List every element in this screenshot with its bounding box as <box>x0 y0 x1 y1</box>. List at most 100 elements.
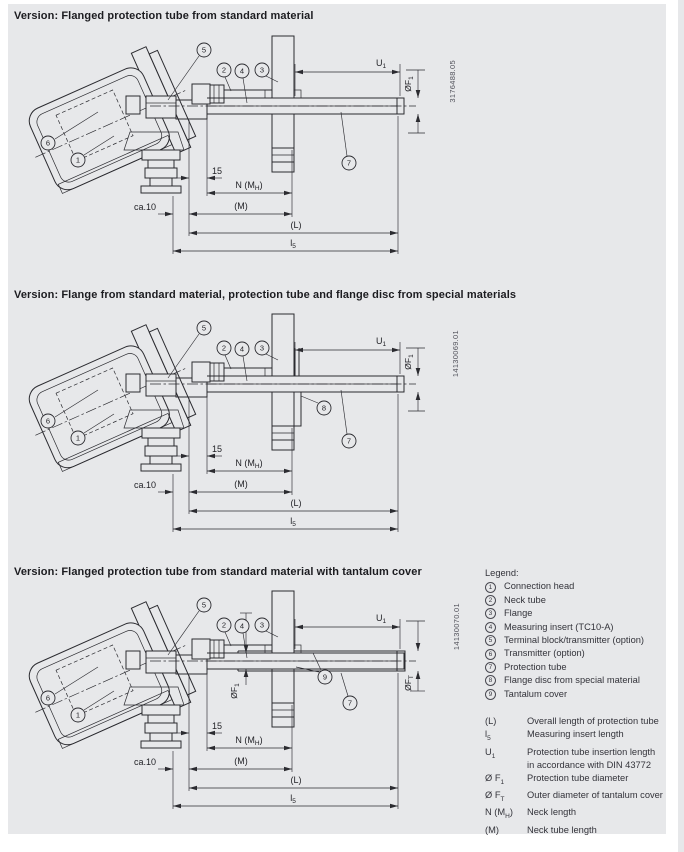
legend-item-label: Measuring insert (TC10-A) <box>504 621 614 632</box>
svg-text:2: 2 <box>222 66 226 75</box>
callout-number-badge: 9 <box>485 688 496 700</box>
dim-label-ca10: ca.10 <box>134 202 156 212</box>
svg-text:2: 2 <box>222 621 226 630</box>
dim-label-l5: l5 <box>290 516 296 528</box>
callout-markers: 5 2 4 3 6 1 9 7 <box>40 597 358 723</box>
callout-markers: 5 2 4 3 6 1 7 <box>40 42 357 171</box>
dim-label-u1: U1 <box>376 58 387 70</box>
callout-number-badge: 1 <box>485 581 496 593</box>
svg-text:7: 7 <box>347 437 351 446</box>
dim-label-15: 15 <box>212 444 222 454</box>
legend-item-label: Flange disc from special material <box>504 675 640 686</box>
dim-label-u1: U1 <box>376 613 387 625</box>
drawing-version-2: U1 ØF1 15 N (MH) ca.10 (M) <box>28 313 425 532</box>
connection-head <box>28 601 197 749</box>
callout-markers: 5 2 4 3 6 1 8 7 <box>40 320 357 449</box>
dimension-description: Protection tube insertion length in acco… <box>527 746 656 770</box>
callout-number-badge: 8 <box>485 675 496 687</box>
callout-number-badge: 3 <box>485 608 496 620</box>
dimension-row: (M) Neck tube length <box>485 824 671 837</box>
dimension-description: Overall length of protection tube <box>527 716 659 727</box>
svg-text:3: 3 <box>260 344 264 353</box>
svg-text:1: 1 <box>76 711 80 720</box>
flange <box>264 313 302 451</box>
dimension-key: l5 <box>485 729 491 743</box>
legend-item-label: Connection head <box>504 581 575 592</box>
dimension-row: Ø FT Outer diameter of tantalum cover <box>485 789 671 806</box>
dimensions: U1 ØF1 15 N (MH) ca.10 (M) <box>134 58 425 254</box>
callout-number-badge: 2 <box>485 595 496 607</box>
dim-label-n-mh: N (MH) <box>235 180 262 192</box>
flange <box>264 590 302 728</box>
svg-text:7: 7 <box>347 159 351 168</box>
legend-heading: Legend: <box>485 568 519 578</box>
dim-label-l: (L) <box>291 498 302 508</box>
legend-item-label: Neck tube <box>504 594 546 605</box>
legend-item-label: Tantalum cover <box>504 688 568 699</box>
dim-label-l: (L) <box>291 220 302 230</box>
dim-label-ca10: ca.10 <box>134 757 156 767</box>
svg-text:6: 6 <box>46 694 50 703</box>
dimension-description: Neck tube length <box>527 824 597 835</box>
dim-label-f1: ØF1 <box>403 354 415 370</box>
dim-label-f1-inner: ØF1 <box>229 683 241 699</box>
dim-label-f1: ØF1 <box>403 76 415 92</box>
dimension-row: N (MH) Neck length <box>485 806 671 823</box>
callout-number-badge: 6 <box>485 648 496 660</box>
legend-item: 1 Connection head <box>485 580 671 593</box>
dimension-row: (L) Overall length of protection tube <box>485 715 671 728</box>
svg-text:4: 4 <box>240 622 244 631</box>
dimension-key: U1 <box>485 746 496 760</box>
svg-text:1: 1 <box>76 434 80 443</box>
drawing-number-3: 14130070.01 <box>452 603 461 651</box>
svg-text:4: 4 <box>240 345 244 354</box>
dimension-row: Ø F1 Protection tube diameter <box>485 772 671 789</box>
dimension-row: U1 Protection tube insertion length in a… <box>485 746 671 773</box>
dim-label-l5: l5 <box>290 793 296 805</box>
legend-item: 9 Tantalum cover <box>485 688 671 701</box>
flange-disc-special-material <box>293 391 302 427</box>
dimension-key: (L) <box>485 716 497 727</box>
dimension-key: N (MH) <box>485 807 513 821</box>
svg-text:5: 5 <box>202 601 206 610</box>
svg-text:8: 8 <box>322 404 326 413</box>
legend-item-label: Protection tube <box>504 661 567 672</box>
dimension-description: Neck length <box>527 807 577 818</box>
content-panel: Version: Flanged protection tube from st… <box>8 4 666 835</box>
dimension-description: Protection tube diameter <box>527 773 629 784</box>
drawing-number-2: 14130069.01 <box>451 330 460 378</box>
dimension-key: (M) <box>485 824 499 835</box>
callout-number-badge: 7 <box>485 662 496 674</box>
dim-label-l: (L) <box>291 775 302 785</box>
dim-label-15: 15 <box>212 721 222 731</box>
dimension-row: l5 Measuring insert length <box>485 728 671 745</box>
legend-item-label: Terminal block/transmitter (option) <box>504 635 645 646</box>
svg-text:3: 3 <box>260 621 264 630</box>
legend-item: 4 Measuring insert (TC10-A) <box>485 621 671 634</box>
svg-text:2: 2 <box>222 344 226 353</box>
flange <box>264 35 302 173</box>
page-edge-strip <box>678 0 684 852</box>
dim-label-15: 15 <box>212 166 222 176</box>
svg-text:3: 3 <box>260 66 264 75</box>
svg-text:6: 6 <box>46 417 50 426</box>
dim-label-ca10: ca.10 <box>134 480 156 490</box>
protection-tube <box>150 83 416 120</box>
svg-text:9: 9 <box>323 673 327 682</box>
dimension-description: Outer diameter of tantalum cover <box>527 790 663 801</box>
dim-label-n-mh: N (MH) <box>235 458 262 470</box>
legend-dimensions: (L) Overall length of protection tube l5… <box>485 715 671 837</box>
drawing-number-1: 3176488.05 <box>448 60 457 103</box>
svg-text:5: 5 <box>202 324 206 333</box>
dim-label-m: (M) <box>234 756 248 766</box>
dim-label-u1: U1 <box>376 336 387 348</box>
callout-number-badge: 4 <box>485 621 496 633</box>
svg-text:6: 6 <box>46 139 50 148</box>
dim-label-n-mh: N (MH) <box>235 735 262 747</box>
